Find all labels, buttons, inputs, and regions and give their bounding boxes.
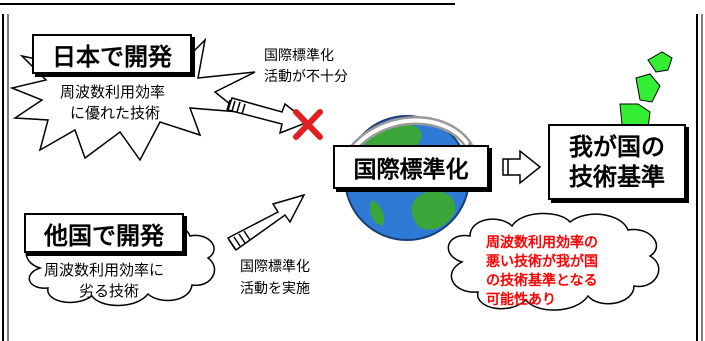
arrow-to-result	[502, 149, 542, 185]
warning-line1: 周波数利用効率の	[486, 235, 598, 251]
foreign-dev-title: 他国で開発	[24, 213, 184, 253]
japan-activity-line2: 活動が不十分	[264, 69, 348, 85]
japan-dev-desc-line1: 周波数利用効率	[60, 83, 166, 101]
arrow-foreign-to-globe	[226, 193, 306, 252]
warning-line2: 悪い技術が我が国	[486, 253, 598, 270]
arrow-japan-to-globe	[226, 97, 310, 135]
japan-dev-title: 日本で開発	[32, 34, 192, 74]
result-box: 我が国の 技術基準	[548, 124, 686, 200]
international-standardization-box: 国際標準化	[333, 145, 489, 189]
japan-dev-desc-line2: に優れた技術	[70, 104, 161, 122]
japan-activity-line1: 国際標準化	[264, 48, 334, 64]
result-line1: 我が国の	[569, 133, 665, 161]
foreign-activity-line1: 国際標準化	[240, 259, 310, 275]
warning-text: 周波数利用効率の 悪い技術が我が国 の技術基準となる 可能性あり	[486, 234, 598, 310]
result-line2: 技術基準	[569, 163, 665, 191]
warning-line3: の技術基準となる	[486, 272, 598, 289]
foreign-dev-desc-line2: 劣る技術	[79, 282, 140, 300]
warning-cloud	[447, 212, 660, 311]
foreign-dev-desc-line1: 周波数利用効率に	[44, 261, 165, 279]
warning-line4: 可能性あり	[486, 291, 556, 308]
foreign-activity-line2: 活動を実施	[240, 281, 310, 297]
x-mark-icon	[293, 109, 323, 140]
